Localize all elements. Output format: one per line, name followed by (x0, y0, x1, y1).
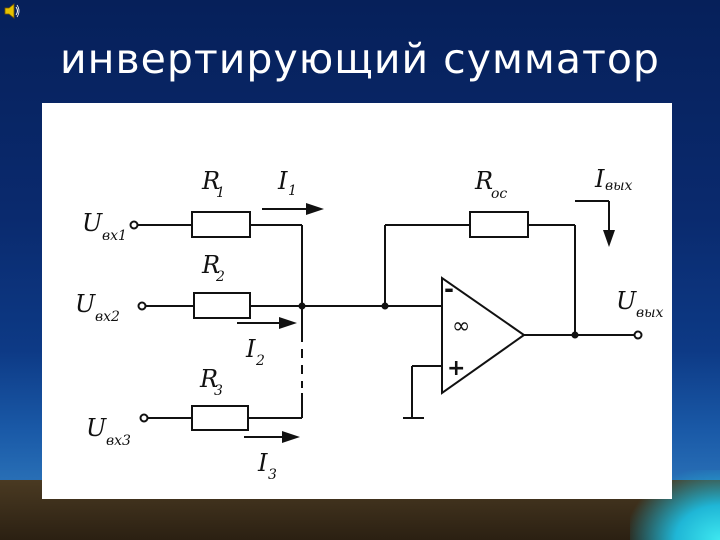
i3-sub: 3 (268, 467, 277, 483)
roc-sub: ос (491, 186, 507, 202)
input-2-label: U (75, 290, 96, 318)
resistor-roc (469, 211, 529, 238)
circuit-panel: - + ∞ U вх1 U вх2 U вх3 R 1 R 2 R 3 R ос… (42, 103, 672, 499)
slide-title: инвертирующий сумматор (60, 35, 660, 83)
output-sub: вых (636, 305, 664, 321)
input-terminal-3 (139, 413, 149, 423)
junction-dot (381, 302, 389, 310)
r2-label: R (201, 251, 220, 279)
input-terminal-2 (137, 301, 147, 311)
i2-label: I (245, 335, 256, 363)
speaker-icon[interactable] (3, 2, 21, 20)
r2-sub: 2 (215, 269, 225, 285)
arrow-i1-icon (306, 203, 324, 215)
arrow-i3-icon (282, 431, 300, 443)
input-1-sub: вх1 (102, 228, 127, 244)
resistor-r1 (191, 211, 251, 238)
iout-sub: вых (605, 178, 633, 194)
input-terminal-1 (129, 220, 139, 230)
circuit-diagram: - + ∞ U вх1 U вх2 U вх3 R 1 R 2 R 3 R ос… (75, 165, 664, 483)
input-3-label: U (86, 414, 107, 442)
r1-sub: 1 (216, 185, 225, 201)
r3-label: R (199, 365, 218, 393)
i1-label: I (277, 167, 288, 195)
arrow-iout-icon (603, 230, 615, 247)
opamp-infinity-sign: ∞ (452, 314, 470, 339)
junction-dot (298, 302, 306, 310)
input-2-sub: вх2 (95, 309, 120, 325)
r1-label: R (201, 167, 220, 195)
output-label: U (616, 287, 637, 315)
roc-label: R (474, 167, 493, 195)
r3-sub: 3 (214, 383, 223, 399)
opamp-triangle (441, 276, 526, 395)
input-3-sub: вх3 (106, 433, 131, 449)
opamp-minus-sign: - (444, 275, 454, 303)
junction-dot (571, 331, 579, 339)
resistor-r3 (191, 405, 249, 431)
opamp-plus-sign: + (447, 356, 465, 381)
i2-sub: 2 (255, 353, 265, 369)
i3-label: I (257, 449, 268, 477)
arrow-i2-icon (279, 317, 297, 329)
input-1-label: U (82, 209, 103, 237)
iout-label: I (594, 165, 605, 193)
resistor-r2 (193, 292, 251, 319)
i1-sub: 1 (288, 183, 297, 199)
output-terminal (633, 330, 643, 340)
